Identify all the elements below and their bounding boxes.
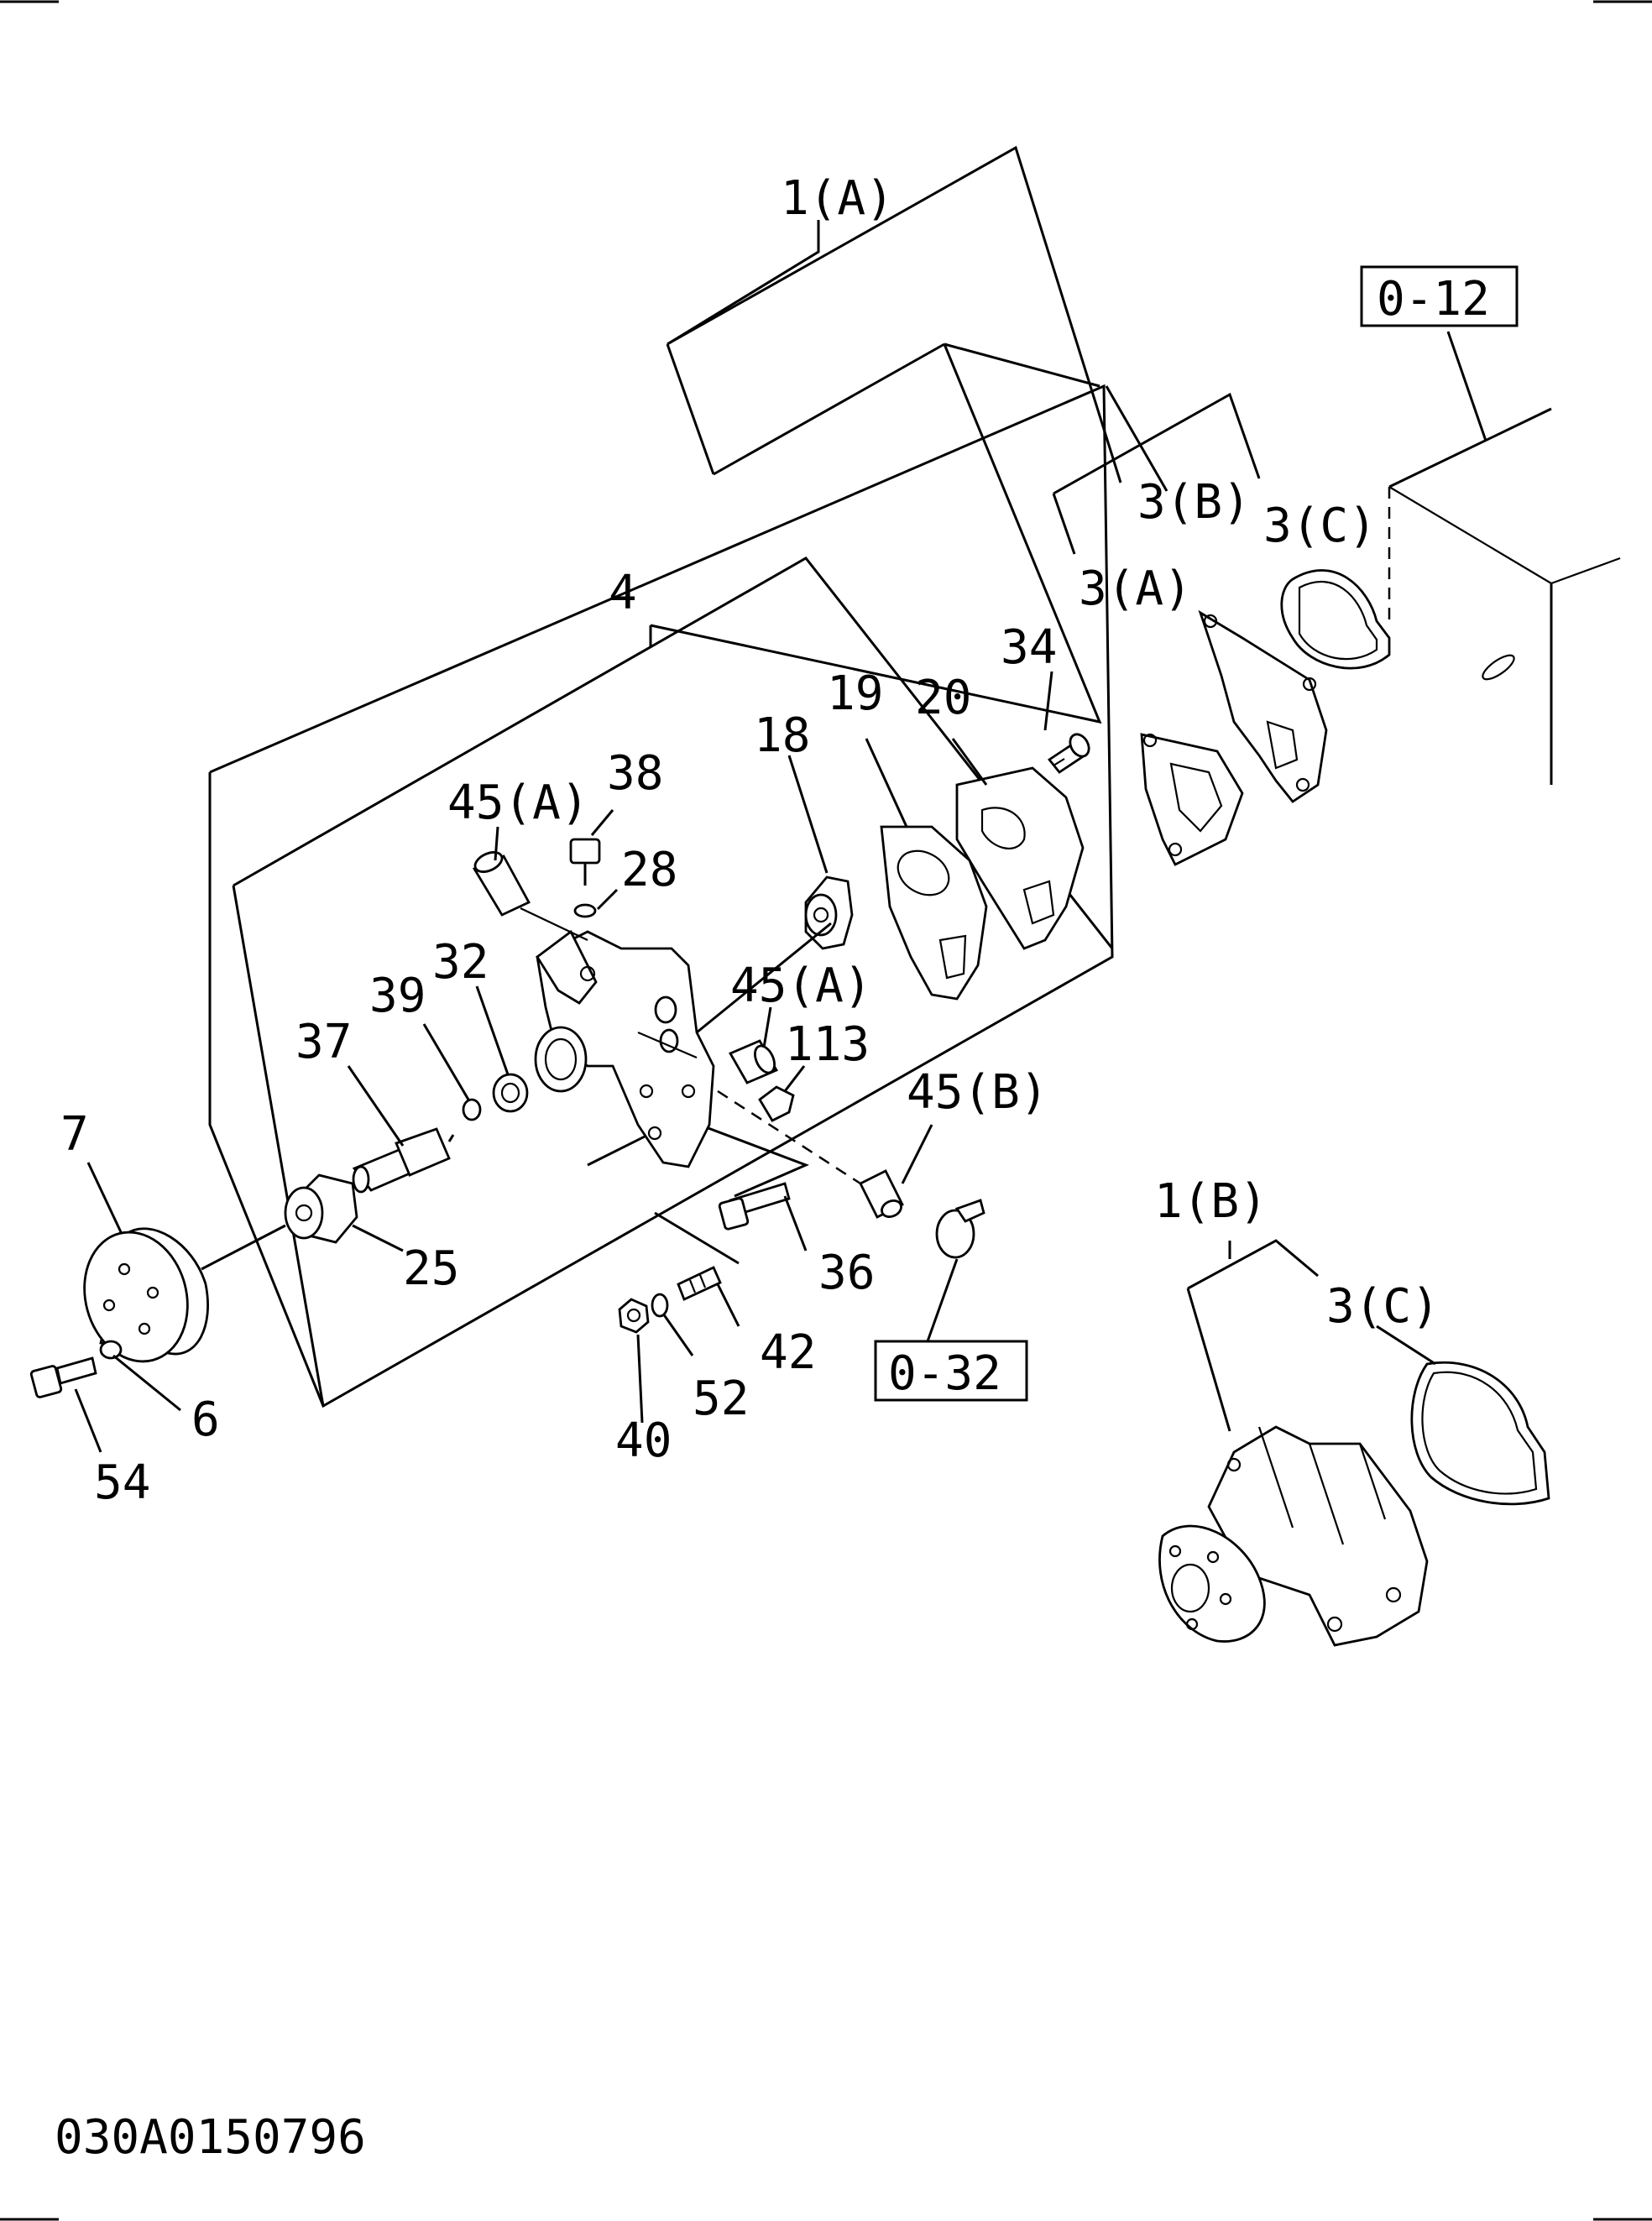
stud-42 [677, 1266, 722, 1301]
ref-box-0-32 [874, 1340, 1028, 1402]
shaft-37 [352, 1127, 455, 1194]
callout-6: 6 [191, 1393, 220, 1447]
callout-28: 28 [621, 843, 677, 897]
callout-7: 7 [60, 1107, 89, 1162]
bolt-34 [1047, 733, 1090, 774]
drawing-number: 030A0150796 [55, 2110, 366, 2165]
callout-3c-b: 3(C) [1326, 1279, 1440, 1334]
gasket-3c-lower [1410, 1361, 1550, 1506]
ref-box-0-12 [1360, 265, 1519, 327]
callout-34: 34 [1001, 620, 1057, 675]
bracket-36-42 [587, 1116, 809, 1265]
callout-4: 4 [609, 566, 637, 620]
callout-45a-mid: 45(A) [730, 959, 872, 1013]
callout-1a: 1(A) [781, 171, 894, 226]
callout-54: 54 [94, 1455, 150, 1510]
bolt-54 [29, 1356, 97, 1398]
callout-113: 113 [785, 1017, 870, 1072]
nut-40 [618, 1298, 650, 1334]
callout-0-32: 0-32 [888, 1346, 1001, 1401]
shaft-axis-line [201, 1224, 286, 1271]
gasket-20 [955, 766, 1085, 950]
flange-25 [284, 1173, 358, 1244]
washer-39 [462, 1098, 482, 1121]
callout-45a-top: 45(A) [447, 776, 589, 830]
pin-45a-mid [729, 1039, 778, 1084]
pin-45a-top [472, 851, 588, 941]
plug-113 [758, 1085, 795, 1122]
bracket-1a [666, 145, 1122, 483]
callout-39: 39 [369, 969, 426, 1023]
engine-block [1388, 331, 1621, 785]
callout-36: 36 [818, 1246, 875, 1300]
callout-40: 40 [615, 1414, 672, 1468]
bracket-4 [650, 342, 1102, 724]
gasket-3a [1140, 733, 1244, 866]
pin-45b [717, 1090, 904, 1219]
bracket-1b [1186, 1239, 1436, 1432]
callout-3b: 3(B) [1137, 475, 1251, 530]
gasket-3b [1198, 609, 1328, 803]
callout-1b: 1(B) [1154, 1174, 1268, 1229]
callout-25: 25 [403, 1241, 459, 1296]
washer-52 [651, 1293, 669, 1318]
callout-20: 20 [915, 671, 971, 725]
callout-45b: 45(B) [907, 1065, 1048, 1120]
gasket-3c-upper [1280, 569, 1391, 670]
gasket-19 [880, 825, 988, 1001]
callout-37: 37 [295, 1015, 352, 1069]
callout-19: 19 [827, 666, 883, 721]
bracket-3 [1052, 385, 1261, 555]
callout-18: 18 [754, 708, 810, 763]
callout-38: 38 [607, 746, 663, 801]
callout-52: 52 [693, 1372, 749, 1426]
pump-assembly-1b [1158, 1425, 1429, 1647]
callout-3c: 3(C) [1263, 499, 1377, 553]
callout-32: 32 [432, 935, 489, 990]
leader-0-32 [926, 1258, 959, 1342]
callout-42: 42 [760, 1325, 816, 1380]
callout-labels: 1(A) 0-12 3(B) 3(C) 3(A) 4 34 18 19 20 3… [60, 171, 1490, 1510]
seal-32 [492, 1073, 529, 1113]
washer-6 [99, 1340, 123, 1360]
leader-lines [74, 671, 1053, 1453]
bolt-38 [569, 838, 601, 886]
pulley-7 [83, 1227, 209, 1363]
bolt-36 [718, 1182, 791, 1231]
callout-0-12: 0-12 [1377, 272, 1490, 327]
washer-28 [573, 903, 597, 918]
pump-body [534, 922, 832, 1168]
callout-3a: 3(A) [1079, 562, 1192, 616]
hose-clamp [935, 1199, 985, 1259]
